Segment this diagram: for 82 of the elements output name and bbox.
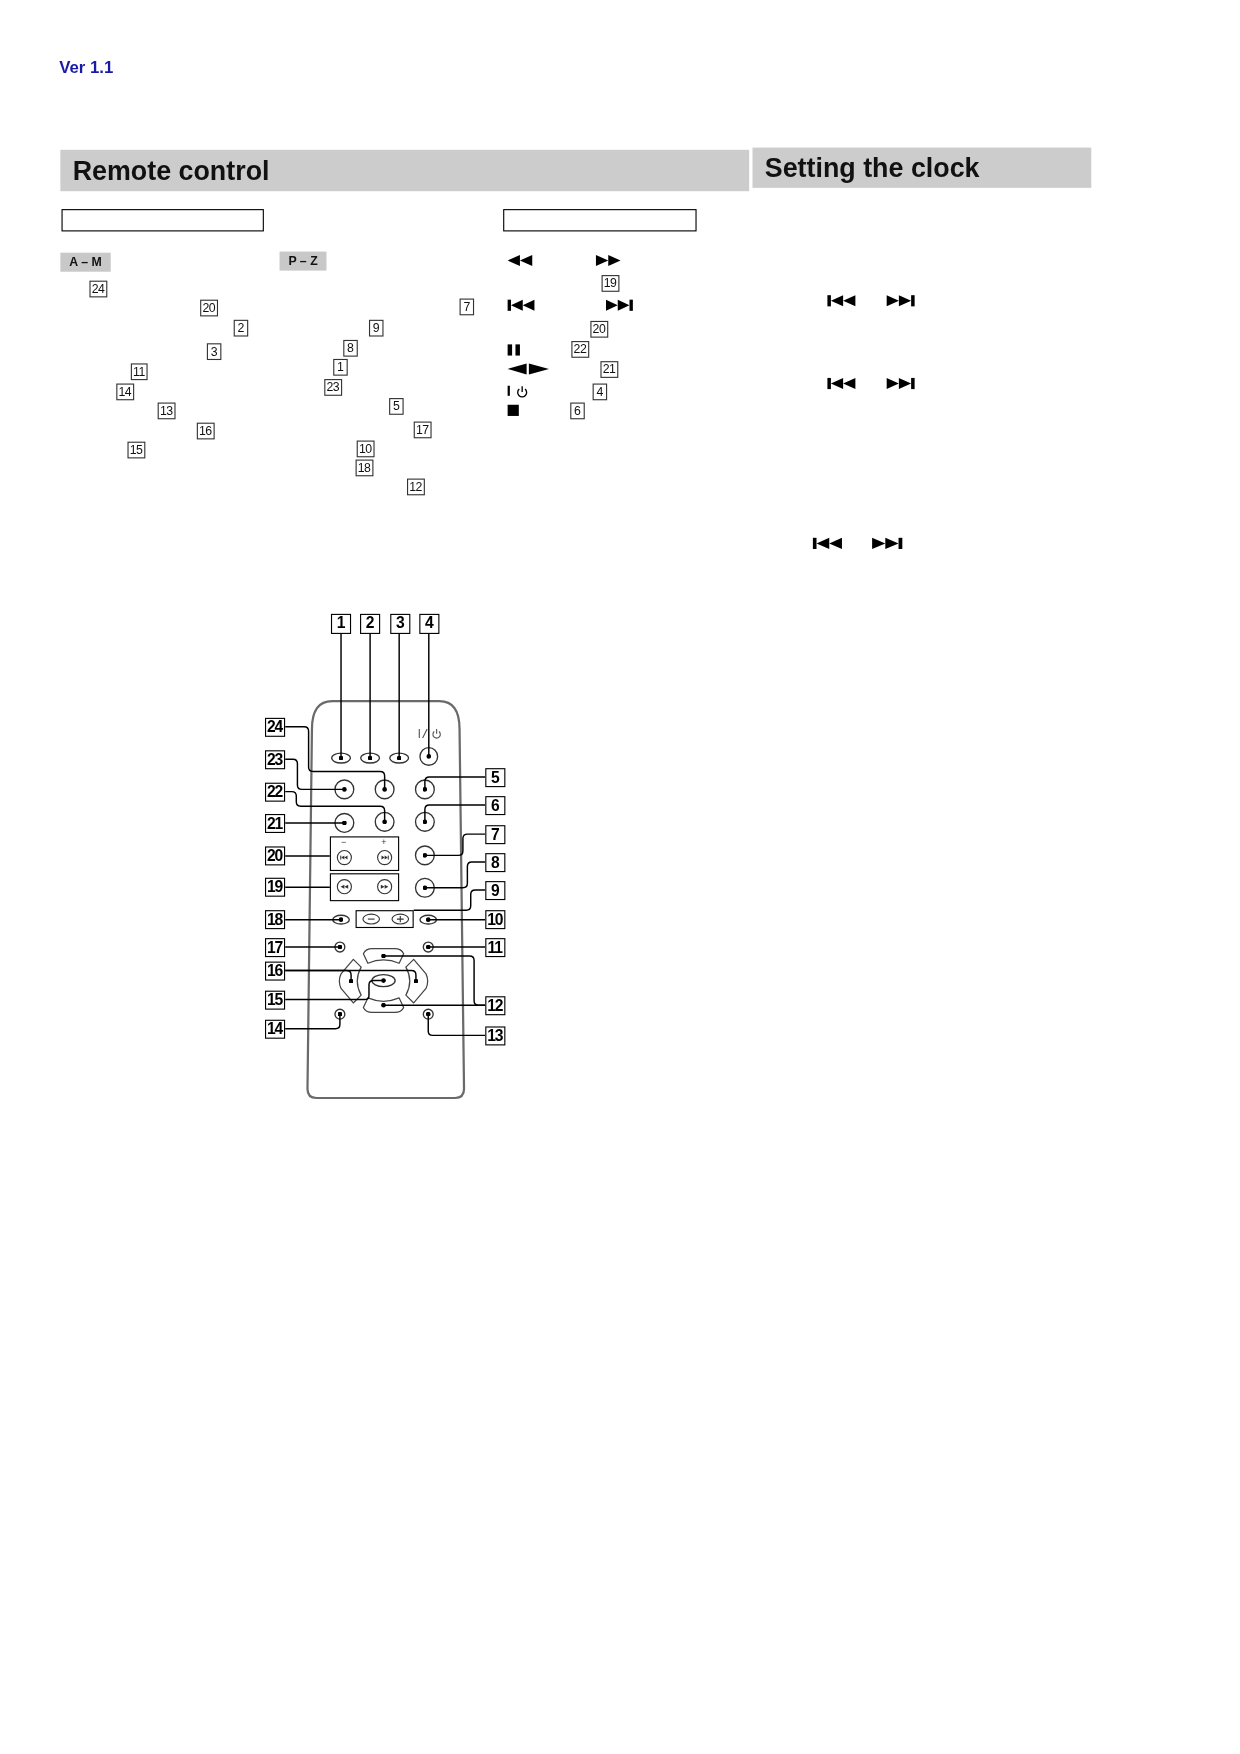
round-button — [334, 1008, 346, 1020]
callout-number: 11 — [485, 937, 506, 957]
callout-number: 19 — [265, 877, 286, 897]
up-arrow-key — [361, 947, 406, 965]
callout-number: 24 — [265, 717, 286, 737]
button-group-frame — [355, 910, 414, 929]
callout-number: 20 — [265, 845, 286, 865]
leader-line — [422, 804, 486, 825]
round-button — [374, 811, 395, 832]
right-arrow-key — [403, 958, 429, 1005]
callout-number: 23 — [265, 749, 286, 769]
oval-button — [332, 914, 350, 925]
round-button — [334, 812, 355, 833]
leader-line — [425, 944, 486, 950]
callout-number: 13 — [485, 1025, 506, 1045]
leader-line — [425, 1011, 486, 1037]
callout-number: 2 — [360, 613, 381, 634]
leader-line — [381, 1002, 486, 1008]
leader-line — [426, 633, 432, 759]
callout-number: 14 — [265, 1019, 286, 1039]
callout-number: 18 — [265, 909, 286, 929]
round-button — [334, 779, 355, 800]
leader-line — [284, 1011, 343, 1030]
callout-number: 8 — [485, 852, 506, 872]
callout-number: 1 — [330, 613, 352, 634]
callout-number: 7 — [485, 824, 506, 844]
leader-line — [422, 833, 486, 858]
callout-number: 15 — [265, 990, 286, 1010]
callout-number: 4 — [419, 613, 440, 634]
callout-number: 10 — [485, 909, 506, 929]
section-heading: Setting the clock — [752, 147, 1092, 188]
leader-line — [367, 633, 373, 761]
leader-line — [284, 969, 419, 984]
round-button — [418, 746, 438, 766]
leader-line — [284, 944, 343, 950]
callout-number: 20 — [200, 299, 218, 317]
leader-line — [284, 790, 387, 825]
button-group-frame — [329, 836, 400, 871]
left-arrow-key — [338, 958, 364, 1005]
round-button — [414, 877, 435, 898]
callout-number: 17 — [265, 937, 286, 957]
round-button — [374, 779, 395, 800]
leader-line — [412, 889, 486, 911]
round-button — [422, 1008, 434, 1020]
leader-line — [284, 726, 387, 792]
callout-number: 6 — [485, 795, 506, 815]
round-button — [414, 779, 435, 800]
round-button — [414, 845, 435, 866]
section-heading: Remote control — [60, 149, 750, 192]
oval-button — [330, 752, 352, 764]
leader-line — [284, 917, 344, 922]
leader-line — [338, 633, 344, 761]
callout-number: 12 — [407, 478, 425, 496]
callout-number: 21 — [265, 813, 286, 833]
callout-number: 22 — [265, 782, 286, 802]
callout-number: 5 — [485, 767, 506, 787]
oval-button — [419, 914, 438, 925]
callout-number: 9 — [485, 880, 506, 900]
letter-range-heading: P – Z — [279, 251, 327, 271]
oval-button — [360, 752, 381, 764]
oval-button — [371, 973, 396, 988]
leader-line — [284, 978, 386, 1001]
sign-label: + — [381, 838, 387, 847]
leader-line — [425, 917, 486, 922]
version-label: Ver 1.1 — [59, 58, 114, 77]
callout-number: 12 — [485, 995, 506, 1015]
leader-line — [284, 758, 347, 792]
down-arrow-key — [361, 996, 406, 1015]
callout-number: 3 — [390, 613, 411, 634]
leader-line — [396, 633, 402, 761]
leader-line — [422, 776, 486, 792]
leader-line — [284, 886, 331, 888]
round-button — [334, 941, 346, 953]
oval-button — [389, 752, 410, 764]
letter-range-heading: A – M — [60, 252, 111, 272]
round-button — [422, 941, 434, 953]
leader-line — [284, 855, 331, 857]
leader-line — [284, 820, 347, 826]
leader-line — [422, 861, 486, 891]
sign-label: − — [341, 838, 347, 847]
callout-number: 16 — [265, 961, 286, 981]
round-button — [414, 811, 435, 832]
